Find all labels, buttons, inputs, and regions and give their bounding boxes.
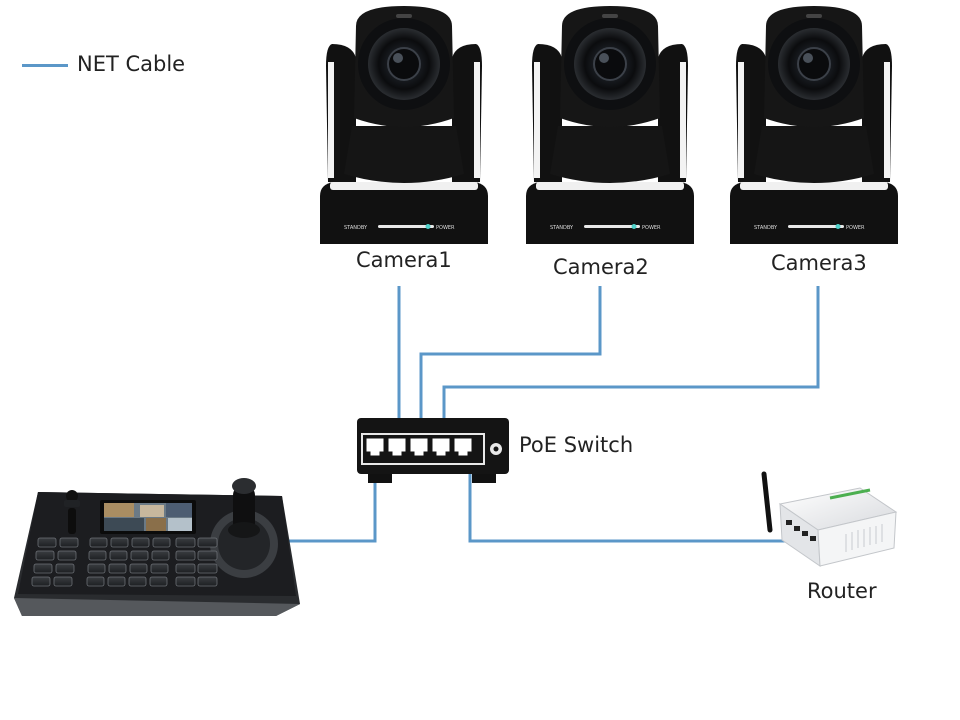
keyboard-key [151,550,170,561]
router-device [761,471,898,567]
keyboard-key [152,537,171,548]
camera2-label: Camera2 [553,255,649,279]
keyboard-key [197,563,218,574]
keyboard-key [109,550,128,561]
keyboard-key [150,563,169,574]
keyboard-key [37,537,57,548]
camera2-device [525,5,695,245]
cable-camera2-switch [419,286,602,452]
camera3-device [729,5,899,245]
keyboard-key [175,563,196,574]
keyboard-key [110,537,129,548]
legend-net-cable-swatch [22,64,68,67]
keyboard-key [131,537,150,548]
keyboard-key [59,537,79,548]
keyboard-key [31,576,51,587]
keyboard-key [55,563,75,574]
keyboard-key [197,550,218,561]
keyboard-key [175,550,196,561]
keyboard-key [129,563,148,574]
keyboard-key [130,550,149,561]
ptz-keyboard-controller [14,478,300,616]
keyboard-key [33,563,53,574]
legend-net-cable-label: NET Cable [77,52,186,76]
keyboard-key [197,576,218,587]
keyboard-key [107,576,126,587]
keyboard-key [175,537,196,548]
keyboard-key [108,563,127,574]
keyboard-key [86,576,105,587]
keyboard-key [197,537,218,548]
keyboard-key [175,576,196,587]
camera3-label: Camera3 [771,251,867,275]
keyboard-key [53,576,73,587]
camera1-label: Camera1 [356,248,452,272]
keyboard-key [35,550,55,561]
keyboard-key [88,550,107,561]
router-label: Router [807,579,877,603]
keyboard-key [89,537,108,548]
camera1-device [319,5,489,245]
keyboard-key [57,550,77,561]
poe-switch-label: PoE Switch [519,433,634,457]
keyboard-key [128,576,147,587]
keyboard-key [87,563,106,574]
keyboard-key [149,576,168,587]
cable-switch-router [468,452,812,543]
poe-switch-device [357,418,509,483]
